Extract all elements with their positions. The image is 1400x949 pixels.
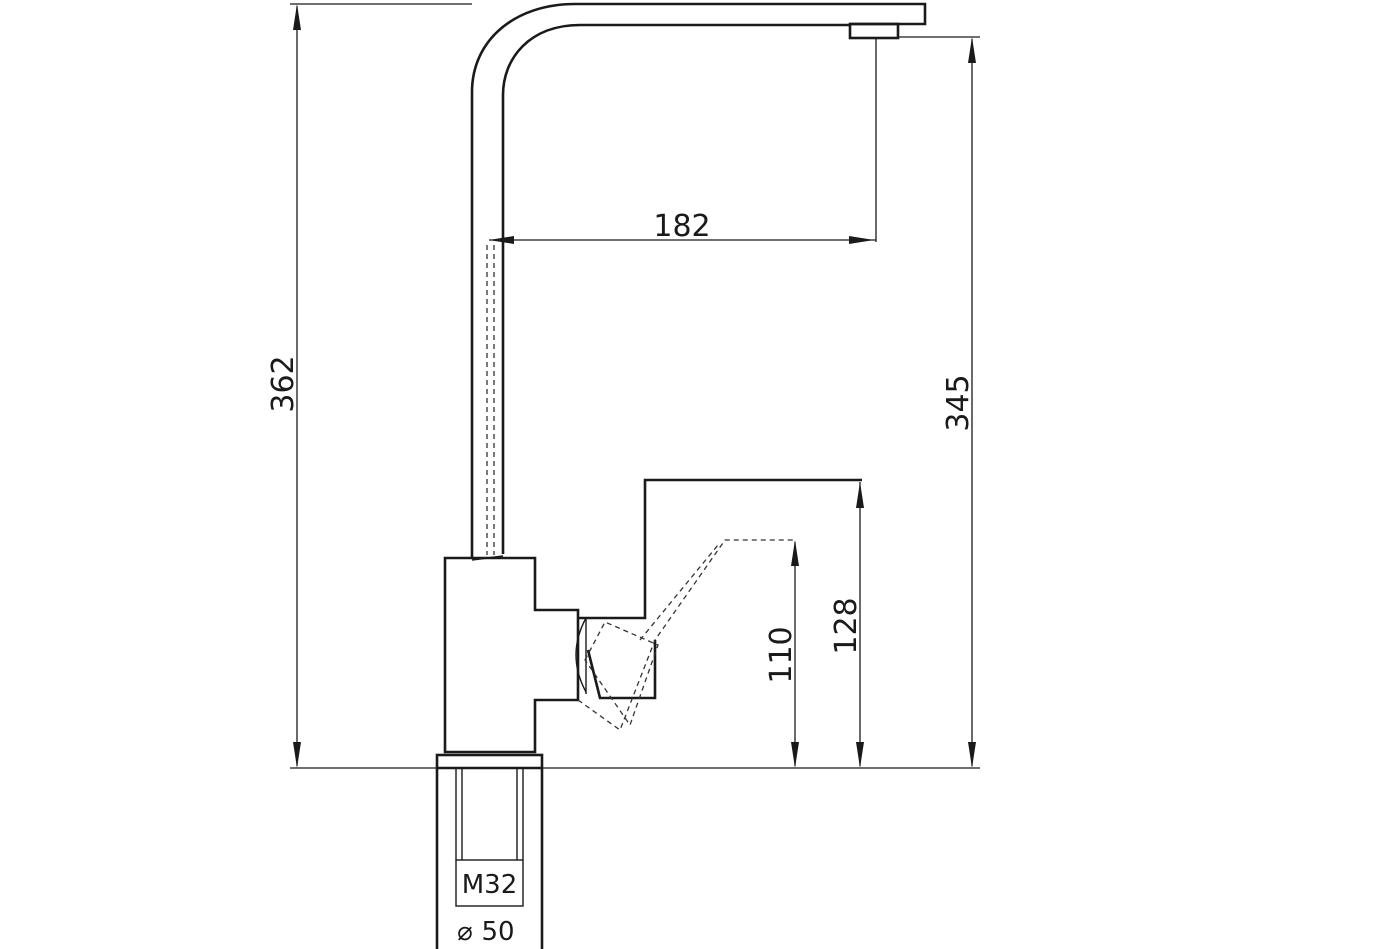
- dimension-label-110: 110: [764, 626, 799, 683]
- handle-raised-front: [586, 640, 657, 700]
- body-neck-join: [471, 555, 504, 561]
- handle-raised: [578, 478, 862, 620]
- mounting-shank: [435, 753, 544, 949]
- dimension-label-182: 182: [653, 209, 710, 244]
- dimension-handle-raised: 128: [829, 482, 864, 768]
- handle-rest-outline: [577, 539, 795, 732]
- cartridge-arc: [575, 617, 587, 693]
- handle-rest-inner: [584, 621, 659, 727]
- thread-label: M32: [462, 870, 518, 900]
- spout-inner-contour: [501, 23, 850, 554]
- dimension-total-height: 362: [266, 3, 472, 768]
- dimension-label-345: 345: [941, 374, 976, 431]
- dimension-label-362: 362: [266, 355, 301, 412]
- mixer-body: [443, 556, 580, 754]
- dimension-label-128: 128: [829, 597, 864, 654]
- diameter-label: ⌀ 50: [457, 917, 514, 947]
- spout-outer-contour: [470, 2, 927, 558]
- diameter-symbol: ⌀: [457, 917, 473, 947]
- handle-rest-lever: [639, 544, 719, 641]
- aerator: [848, 22, 900, 40]
- dimension-spout-height: 345: [898, 36, 980, 768]
- dimension-spout-reach: 182: [489, 38, 877, 244]
- dimension-handle-rest: 110: [764, 540, 799, 768]
- diameter-value: 50: [481, 917, 514, 947]
- thread-label-box: [455, 859, 524, 907]
